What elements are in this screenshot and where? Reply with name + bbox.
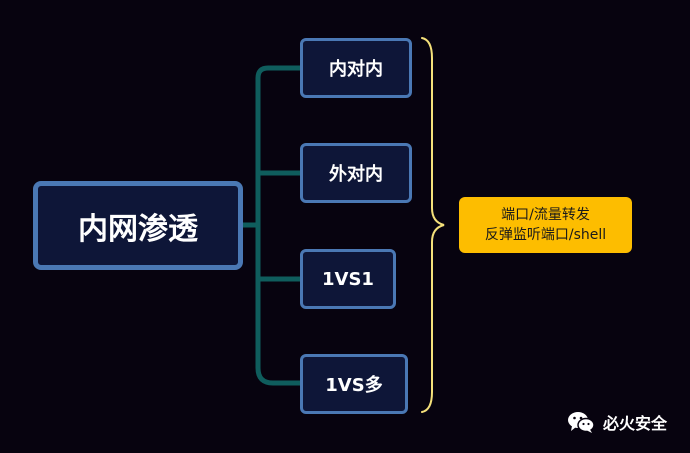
child-node-label: 1VS多 bbox=[325, 375, 383, 396]
wechat-icon bbox=[568, 412, 595, 433]
child-node[interactable]: 内对内 bbox=[300, 38, 412, 98]
child-node[interactable]: 1VS多 bbox=[300, 354, 408, 414]
summary-node[interactable]: 端口/流量转发 反弹监听端口/shell bbox=[459, 197, 632, 253]
watermark-text: 必火安全 bbox=[603, 414, 668, 433]
child-node-label: 内对内 bbox=[329, 59, 383, 80]
tree-connector bbox=[240, 65, 303, 386]
summary-line: 反弹监听端口/shell bbox=[484, 227, 607, 243]
child-node-label: 1VS1 bbox=[322, 268, 374, 290]
summary-line: 端口/流量转发 bbox=[501, 207, 590, 223]
child-node[interactable]: 外对内 bbox=[300, 143, 412, 203]
child-node-label: 外对内 bbox=[329, 164, 383, 185]
root-node[interactable]: 内网渗透 bbox=[33, 181, 243, 270]
watermark: 必火安全 bbox=[567, 410, 667, 434]
root-node-label: 内网渗透 bbox=[78, 211, 198, 247]
summary-bracket bbox=[421, 37, 445, 413]
child-node[interactable]: 1VS1 bbox=[300, 249, 396, 309]
